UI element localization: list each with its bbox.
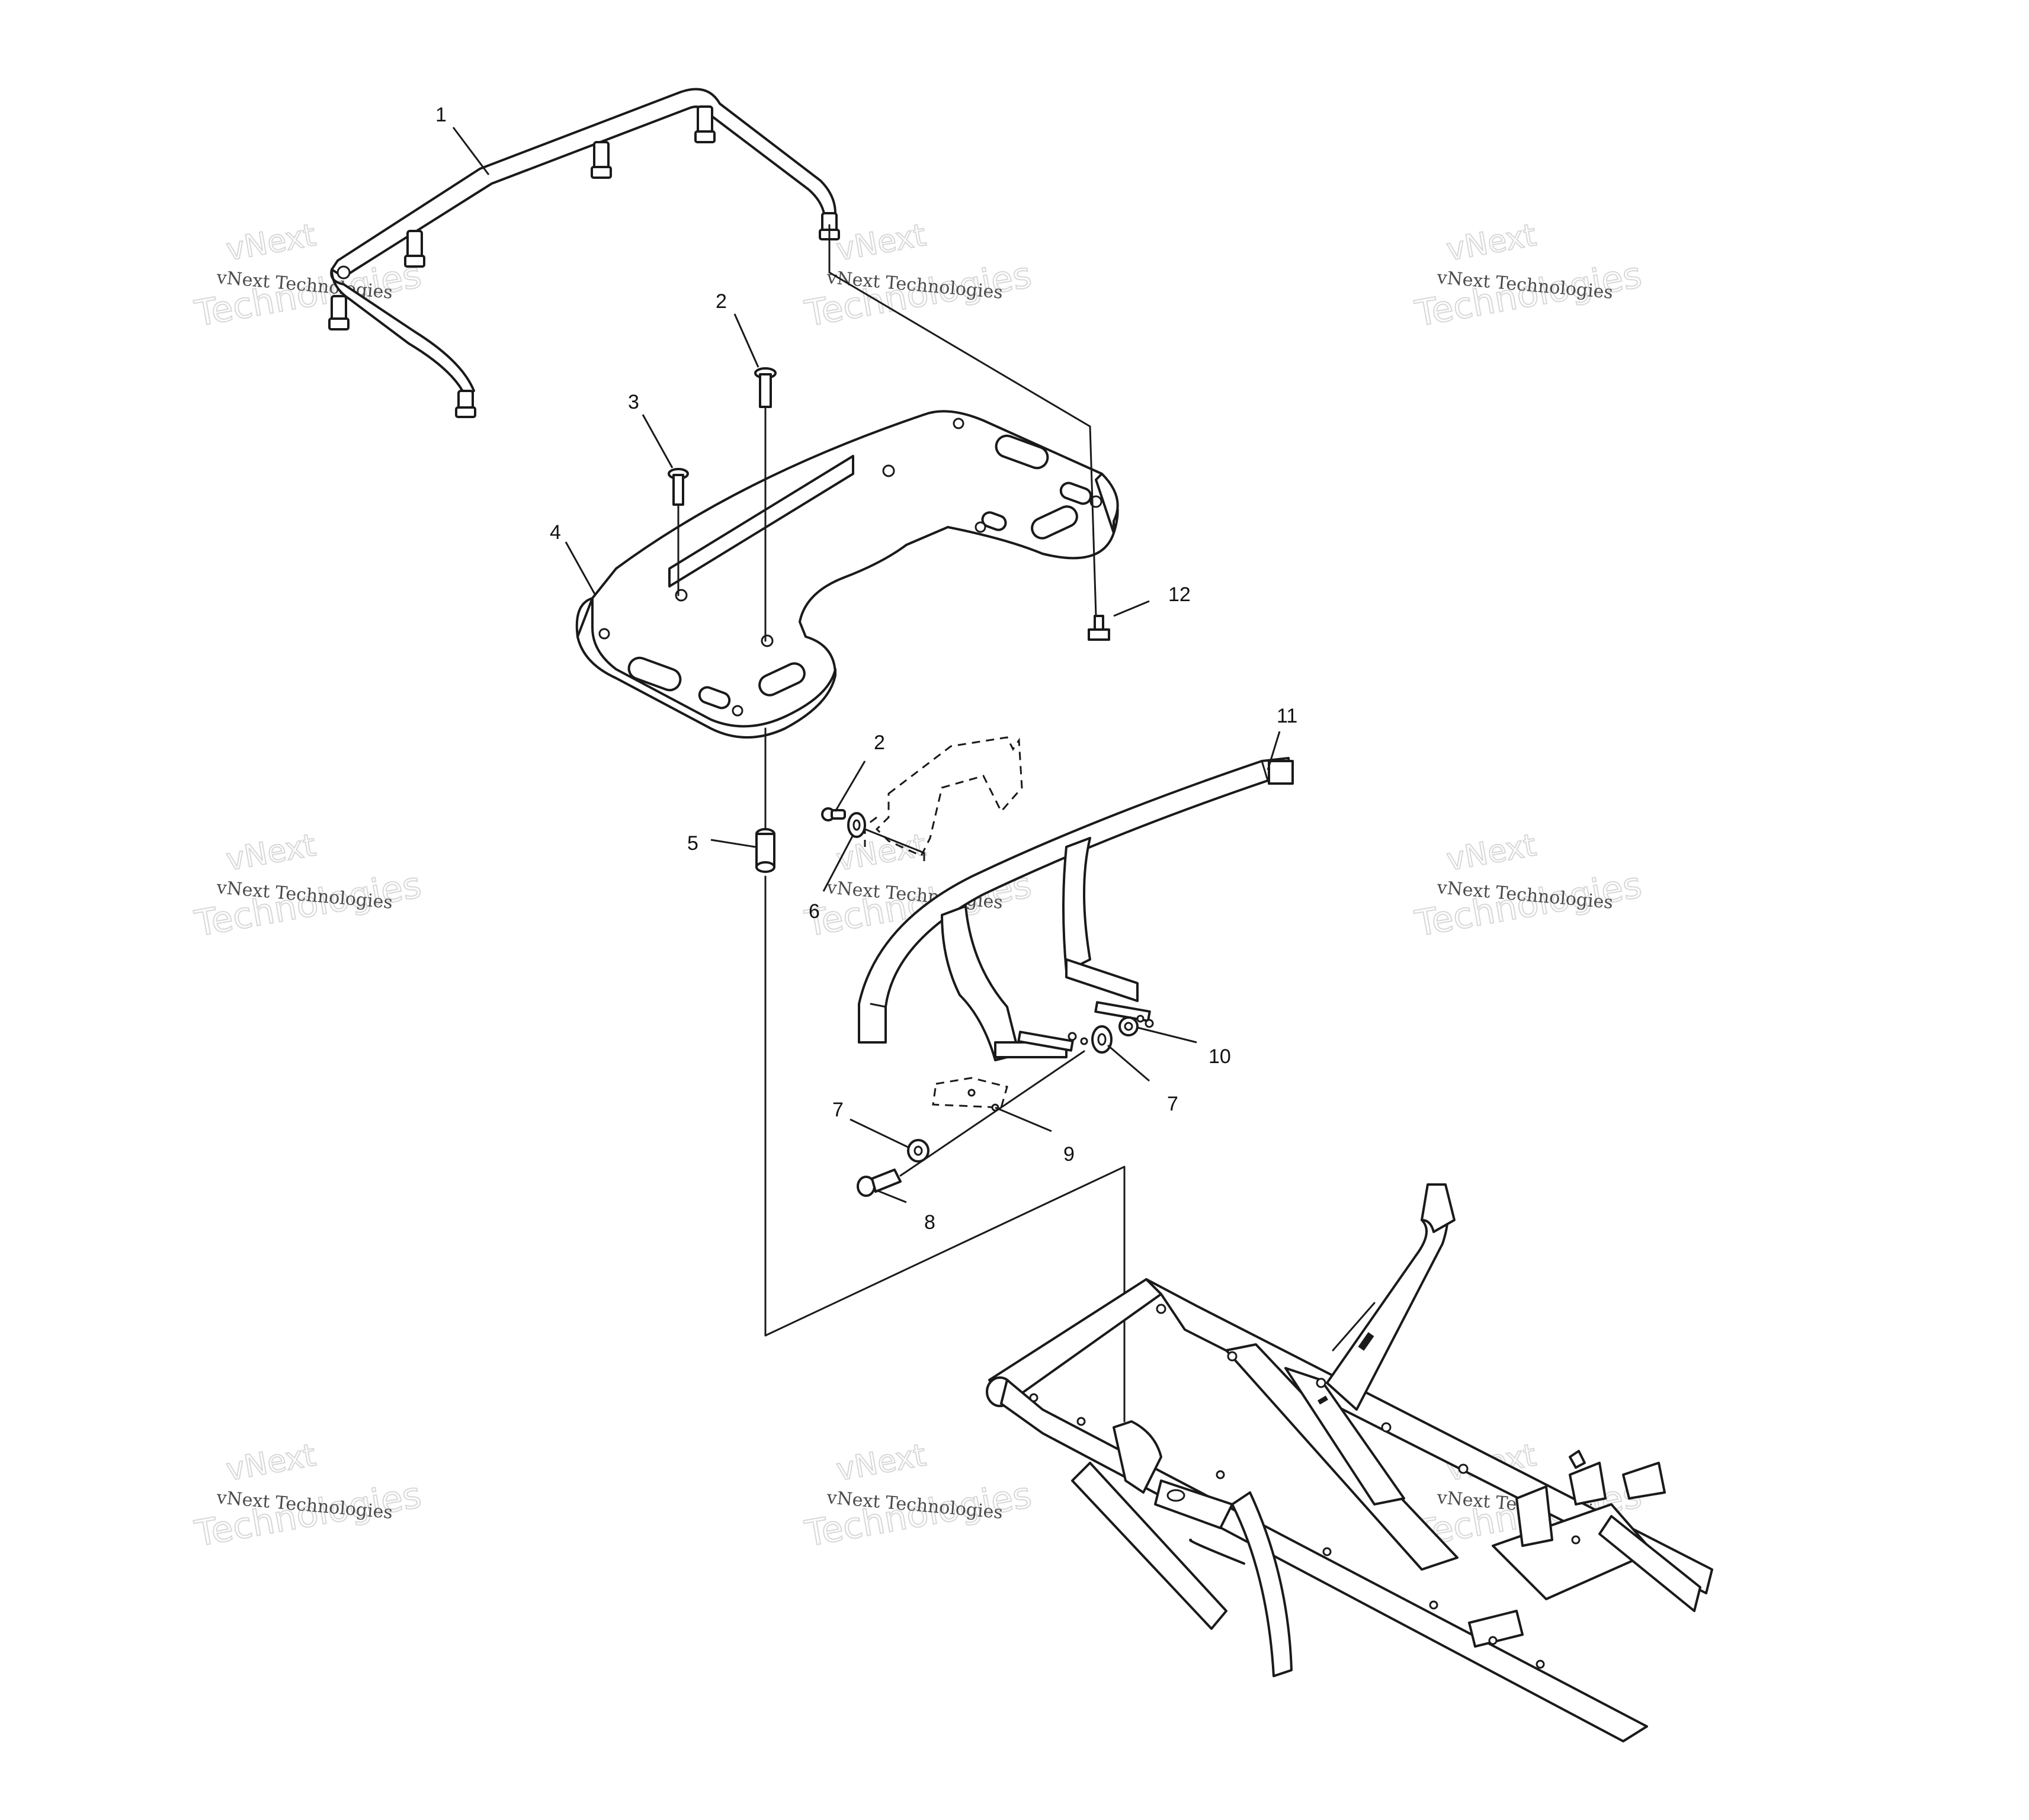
callout-2: 2: [874, 731, 885, 754]
mounting-stud: [404, 230, 425, 268]
bolt-part-3: [668, 468, 689, 512]
watermarks: vNext Technologies vNext Technologies vN…: [191, 217, 1646, 1555]
rack-rail-part-1: [328, 88, 840, 418]
leader-lines: [452, 127, 1281, 1203]
callout-12: 12: [1168, 583, 1191, 606]
mounting-stud: [694, 105, 716, 143]
nut-part-10: [1118, 1016, 1139, 1036]
callout-labels: 1 2 3 4 12 11 2 5 6 10 7 7 9 8: [435, 104, 1297, 1234]
bolt-part-2-top: [754, 367, 777, 416]
rack-plate-part-4: [575, 410, 1119, 739]
rear-bumper-part-11: [858, 757, 1294, 1061]
bolt-part-2-bumper: [821, 807, 846, 821]
callout-9: 9: [1063, 1143, 1075, 1166]
callout-8: 8: [924, 1211, 935, 1234]
svg-text:vNext: vNext: [223, 1437, 318, 1488]
svg-text:vNext: vNext: [1444, 217, 1538, 268]
washer-part-7-lower: [907, 1139, 929, 1163]
callout-2: 2: [716, 290, 727, 313]
washer-part-6: [847, 812, 866, 838]
plate-part-9-dashed: [932, 1077, 1008, 1112]
mounting-stud: [591, 141, 612, 179]
callout-7: 7: [1167, 1093, 1178, 1115]
washer-part-7-upper: [1091, 1025, 1113, 1054]
bolt-part-12: [1088, 615, 1110, 641]
spacer-part-5: [755, 828, 775, 873]
callout-4: 4: [550, 521, 561, 544]
svg-text:vNext: vNext: [223, 827, 318, 878]
rail-hole: [336, 265, 351, 280]
callout-3: 3: [628, 391, 639, 413]
mounting-stud: [455, 390, 476, 418]
svg-text:vNext: vNext: [834, 1437, 928, 1488]
mounting-stud: [328, 295, 350, 330]
callout-11: 11: [1277, 705, 1297, 727]
callout-1: 1: [435, 104, 447, 126]
callout-10: 10: [1209, 1045, 1231, 1068]
callout-7: 7: [832, 1099, 844, 1121]
svg-text:vNext: vNext: [223, 217, 318, 268]
vehicle-frame: [986, 1183, 1713, 1742]
svg-text:vNext: vNext: [1444, 827, 1538, 878]
bolt-part-8: [857, 1169, 902, 1197]
callout-6: 6: [809, 900, 820, 923]
svg-text:vNext: vNext: [834, 217, 928, 268]
callout-5: 5: [687, 832, 698, 855]
